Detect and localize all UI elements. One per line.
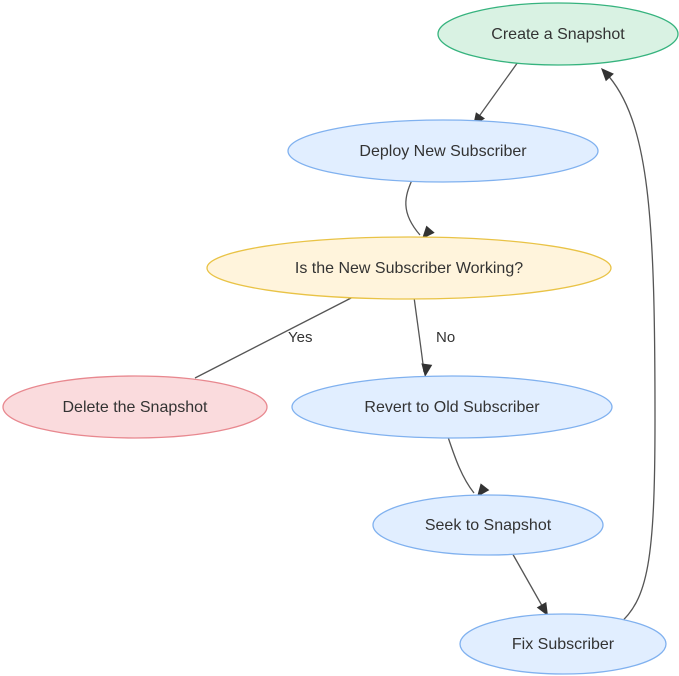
- node-delete-snapshot[interactable]: Delete the Snapshot: [2, 375, 268, 439]
- flow-edge: [447, 436, 490, 497]
- node-is-working[interactable]: Is the New Subscriber Working?: [206, 236, 612, 300]
- edge-arrowhead: [536, 601, 548, 616]
- edge-line: [447, 436, 475, 494]
- node-label-seek-to-snapshot: Seek to Snapshot: [425, 517, 552, 534]
- flow-edge: [191, 295, 356, 391]
- edge-label-yes: Yes: [288, 329, 312, 346]
- node-shape-is-working[interactable]: [206, 236, 612, 300]
- edge-line: [510, 550, 546, 612]
- node-label-delete-snapshot: Delete the Snapshot: [63, 399, 209, 416]
- node-shape-seek-to-snapshot[interactable]: [372, 494, 604, 556]
- node-create-snapshot[interactable]: Create a Snapshot: [437, 2, 679, 66]
- edge-line: [194, 295, 356, 379]
- node-shape-deploy-new-subscriber[interactable]: [287, 119, 599, 183]
- edge-label-no: No: [436, 329, 455, 346]
- edge-line: [474, 61, 519, 123]
- edge-arrowhead: [421, 363, 433, 377]
- flow-edge: [601, 68, 656, 626]
- node-shape-revert-old-subscriber[interactable]: [291, 375, 613, 439]
- node-label-revert-old-subscriber: Revert to Old Subscriber: [364, 399, 540, 416]
- edge-line: [413, 296, 425, 373]
- edge-labels-layer: Yes No: [288, 329, 455, 346]
- node-revert-old-subscriber[interactable]: Revert to Old Subscriber: [291, 375, 613, 439]
- flow-edge: [405, 179, 435, 239]
- node-label-deploy-new-subscriber: Deploy New Subscriber: [359, 143, 527, 160]
- edge-line: [405, 179, 421, 236]
- edge-arrowhead: [477, 483, 490, 497]
- flow-edge: [473, 61, 519, 126]
- node-fix-subscriber[interactable]: Fix Subscriber: [459, 613, 667, 675]
- edge-arrowhead: [601, 68, 614, 82]
- node-label-create-snapshot: Create a Snapshot: [491, 26, 625, 43]
- flow-edge: [510, 550, 548, 616]
- node-shape-fix-subscriber[interactable]: [459, 613, 667, 675]
- node-shape-delete-snapshot[interactable]: [2, 375, 268, 439]
- node-label-is-working: Is the New Subscriber Working?: [295, 260, 523, 277]
- edge-arrowhead: [422, 225, 435, 239]
- node-deploy-new-subscriber[interactable]: Deploy New Subscriber: [287, 119, 599, 183]
- node-seek-to-snapshot[interactable]: Seek to Snapshot: [372, 494, 604, 556]
- flow-edge: [413, 296, 433, 377]
- edge-line: [604, 71, 656, 626]
- node-label-fix-subscriber: Fix Subscriber: [512, 636, 615, 653]
- node-shape-create-snapshot[interactable]: [437, 2, 679, 66]
